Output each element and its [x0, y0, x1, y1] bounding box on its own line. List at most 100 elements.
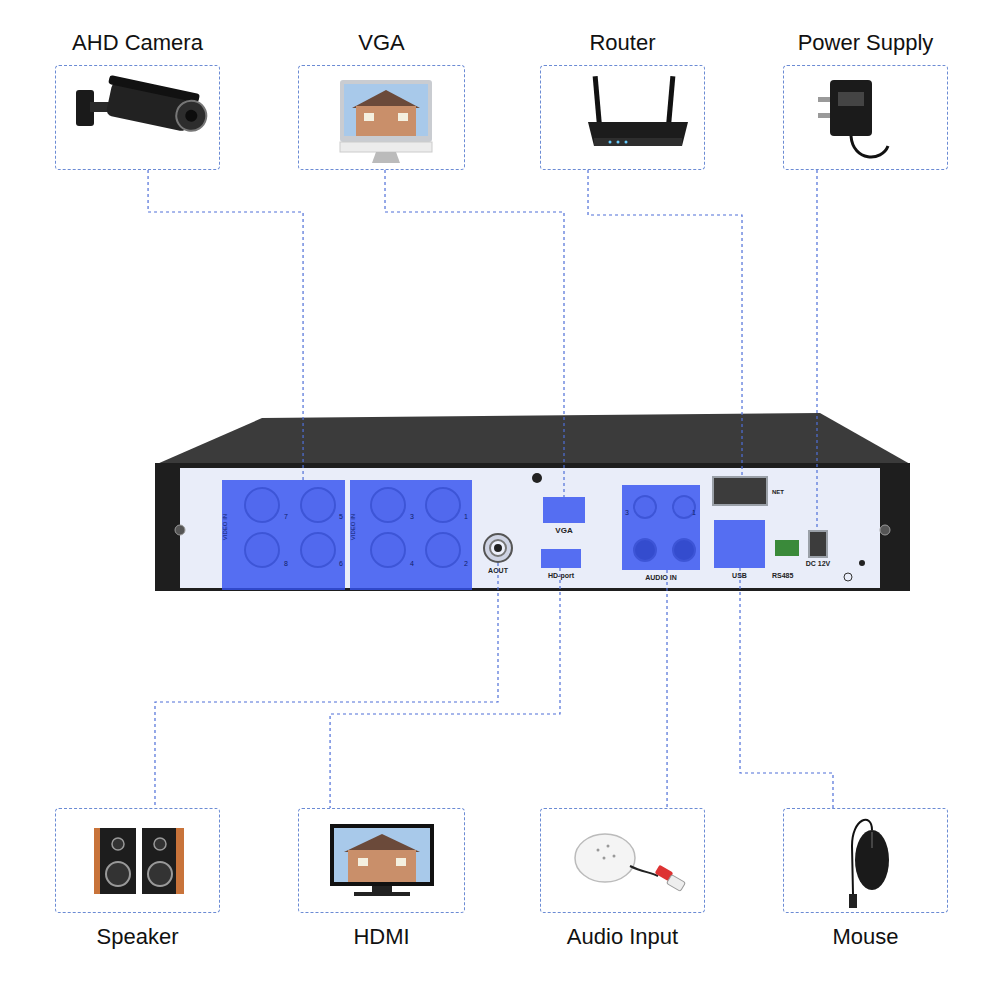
monitor-frame	[340, 80, 432, 142]
device-box: Router	[540, 65, 705, 170]
dc-jack: DC 12V	[808, 530, 828, 558]
node-text: HDMI	[299, 926, 464, 948]
video-in-block: VIDEO IN7586	[222, 480, 345, 590]
node-text: AHD Camera	[56, 32, 219, 54]
router-illustration	[588, 76, 688, 146]
house-roof	[344, 834, 420, 852]
speaker-woofer	[148, 862, 172, 886]
vga-port: VGA	[543, 497, 585, 523]
router-front	[594, 138, 682, 146]
speaker-front	[100, 828, 136, 894]
speaker-illustration	[94, 828, 184, 894]
camera-sunshade	[108, 75, 200, 103]
router-body	[588, 122, 688, 146]
node-text: Mouse	[784, 926, 947, 948]
monitor-screen	[344, 84, 428, 136]
dvr-top	[157, 413, 910, 464]
speaker-front	[142, 828, 178, 894]
rca-plug-white	[667, 875, 686, 892]
aout-port: AOUT	[483, 533, 513, 563]
node-text: 3	[625, 509, 629, 516]
monitor-base	[354, 892, 410, 896]
adapter-cable	[851, 136, 888, 157]
monitor-stand	[372, 152, 400, 163]
microphone-illustration	[575, 834, 685, 891]
node-text: Power Supply	[784, 32, 947, 54]
node-text: AUDIO IN	[602, 574, 720, 581]
bnc-outline	[483, 533, 513, 563]
house-window	[358, 858, 368, 866]
speaker-side	[176, 828, 184, 894]
node-text: 6	[339, 560, 343, 567]
dashed-connector	[816, 170, 817, 530]
ear-screw	[175, 525, 185, 535]
port-label: RS485	[772, 572, 793, 579]
router-led	[625, 141, 628, 144]
adapter-prong	[818, 97, 832, 102]
house-roof	[352, 90, 420, 108]
dashed-connector	[155, 563, 498, 808]
dashed-connector	[588, 170, 742, 476]
camera-body-group	[102, 75, 211, 136]
node-text: 1	[464, 513, 468, 520]
node-text: DC 12V	[790, 560, 846, 567]
adapter-body	[830, 80, 872, 136]
house-wall	[348, 850, 416, 882]
speaker-woofer	[106, 862, 130, 886]
node-text: 4	[410, 560, 414, 567]
house-window	[364, 113, 374, 121]
node-text: 3	[410, 513, 414, 520]
mouse-body	[855, 830, 889, 890]
node-text: HD-port	[521, 572, 601, 579]
router-antenna	[666, 76, 675, 126]
node-text: Audio Input	[541, 926, 704, 948]
rs485-terminal	[775, 540, 799, 556]
device-box: AHD Camera	[55, 65, 220, 170]
mic-dome	[575, 834, 635, 882]
node-text: AOUT	[463, 567, 533, 574]
camera-lens-ring	[173, 98, 209, 134]
mic-cable	[630, 866, 658, 876]
ear-screw	[880, 525, 890, 535]
monitor-chin	[340, 142, 432, 152]
vga-monitor-illustration	[340, 80, 432, 163]
node-text: VGA	[299, 32, 464, 54]
node-text: 8	[284, 560, 288, 567]
usb-plug	[849, 894, 857, 908]
node-text: 5	[339, 513, 343, 520]
reset-hole	[859, 560, 865, 566]
house-wall	[356, 106, 416, 136]
node-text: 2	[464, 560, 468, 567]
bnc-ring	[495, 545, 501, 551]
device-box: Mouse	[783, 808, 948, 913]
monitor-screen	[334, 828, 430, 882]
speaker-tweeter	[154, 838, 166, 850]
node-text: Router	[541, 32, 704, 54]
power-adapter-illustration	[818, 80, 888, 157]
hdmi-monitor-illustration	[330, 824, 434, 896]
monitor-bezel	[330, 824, 434, 886]
node-text: Speaker	[56, 926, 219, 948]
adapter-sticker	[838, 92, 864, 106]
node-text: USB	[694, 572, 785, 579]
device-box: VGA	[298, 65, 465, 170]
adapter-prong	[818, 113, 832, 118]
bnc-ring	[484, 534, 512, 562]
dashed-connector	[148, 170, 303, 480]
mouse-split	[871, 832, 873, 848]
mic-hole	[613, 855, 616, 858]
mouse-illustration	[849, 820, 889, 908]
speaker-tweeter	[112, 838, 124, 850]
net-port: NET	[712, 476, 768, 506]
camera-illustration	[76, 75, 211, 136]
house-window	[398, 113, 408, 121]
panel-screw	[532, 473, 542, 483]
node-text: VGA	[523, 527, 605, 535]
dashed-connector	[666, 570, 667, 808]
router-antenna	[593, 76, 602, 126]
node-text: VIDEO IN	[222, 514, 228, 540]
video-in-block: VIDEO IN3142	[350, 480, 472, 590]
